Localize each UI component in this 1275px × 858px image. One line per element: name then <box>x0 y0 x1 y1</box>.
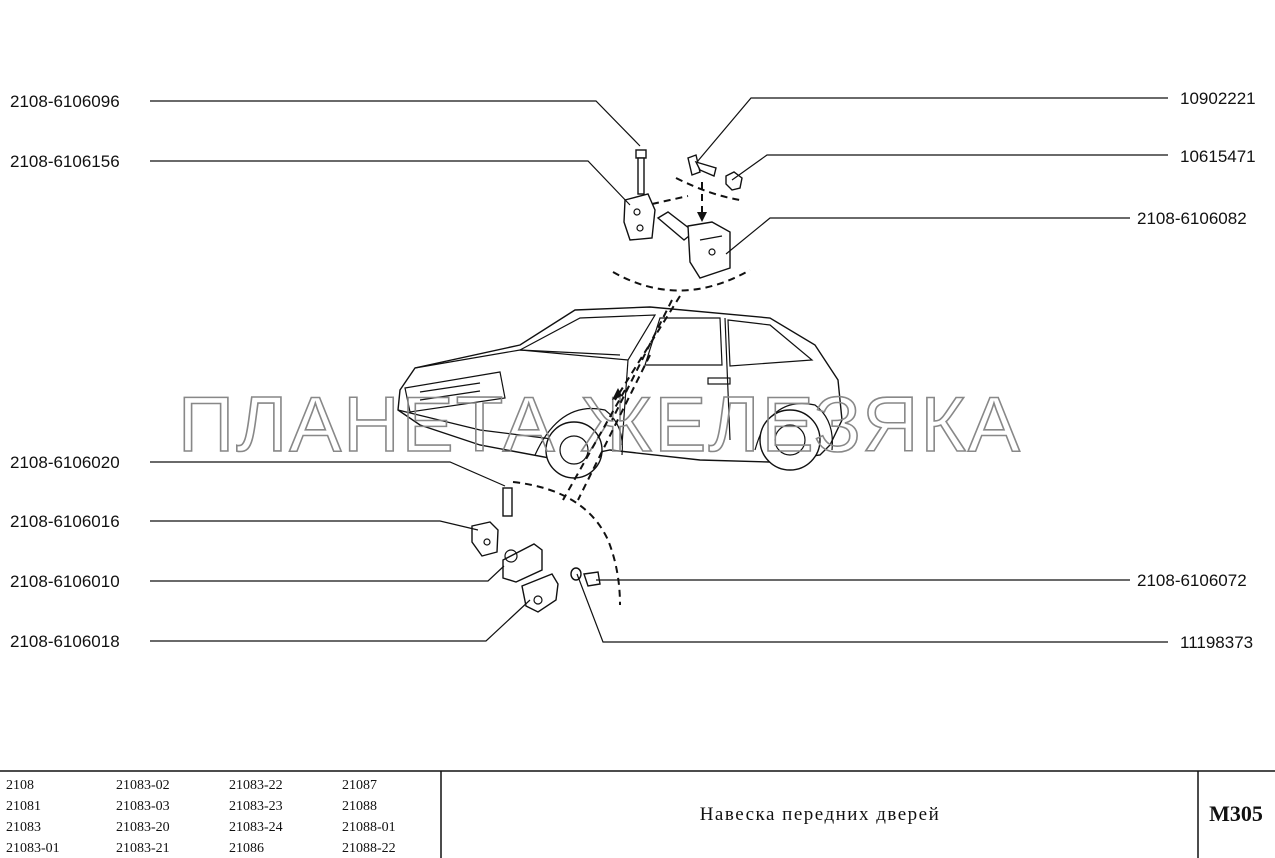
labels-left: 2108-6106096 2108-6106156 2108-6106020 2… <box>10 92 120 651</box>
model-cell: 21088-22 <box>342 841 396 856</box>
model-cell: 21083-01 <box>6 841 60 856</box>
labels-right: 10902221 10615471 2108-6106082 2108-6106… <box>1137 89 1256 652</box>
label-2108-6106010: 2108-6106010 <box>10 572 120 591</box>
label-2108-6106018: 2108-6106018 <box>10 632 120 651</box>
watermark: ПЛАНЕТА ЖЕЛЕЗЯКА <box>178 380 1022 468</box>
model-cell: 21083-24 <box>229 820 283 835</box>
label-11198373: 11198373 <box>1180 633 1253 652</box>
drawing-title: Навеска передних дверей <box>700 804 941 825</box>
label-2108-6106096: 2108-6106096 <box>10 92 120 111</box>
leader-lines <box>150 97 1168 643</box>
label-2108-6106072: 2108-6106072 <box>1137 571 1247 590</box>
model-list: 2108 21083-02 21083-22 21087 21081 21083… <box>6 778 396 856</box>
lower-hinge-assembly <box>471 481 621 613</box>
car-illustration <box>397 306 843 479</box>
model-cell: 21088-01 <box>342 820 396 835</box>
title-block: 2108 21083-02 21083-22 21087 21081 21083… <box>0 770 1275 858</box>
drawing-code: M305 <box>1209 801 1263 826</box>
model-cell: 21087 <box>342 778 377 793</box>
label-2108-6106020: 2108-6106020 <box>10 453 120 472</box>
upper-hinge-assembly <box>612 149 751 292</box>
model-cell: 21083-21 <box>116 841 170 856</box>
model-cell: 21083 <box>6 820 41 835</box>
model-cell: 21086 <box>229 841 264 856</box>
label-2108-6106082: 2108-6106082 <box>1137 209 1247 228</box>
model-cell: 21083-03 <box>116 799 170 814</box>
model-cell: 2108 <box>6 778 34 793</box>
model-cell: 21083-20 <box>116 820 170 835</box>
model-cell: 21083-22 <box>229 778 283 793</box>
model-cell: 21083-23 <box>229 799 283 814</box>
guide-lines <box>562 295 681 501</box>
model-cell: 21083-02 <box>116 778 170 793</box>
model-cell: 21081 <box>6 799 41 814</box>
label-2108-6106156: 2108-6106156 <box>10 152 120 171</box>
model-cell: 21088 <box>342 799 377 814</box>
label-2108-6106016: 2108-6106016 <box>10 512 120 531</box>
label-10902221: 10902221 <box>1180 89 1256 108</box>
label-10615471: 10615471 <box>1180 147 1256 166</box>
